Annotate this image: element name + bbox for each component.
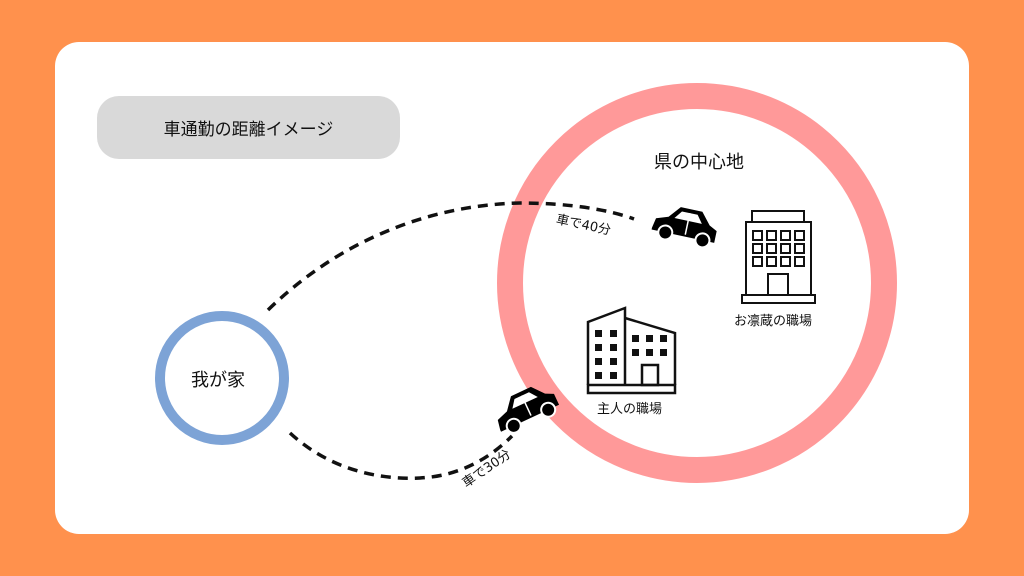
window — [610, 330, 617, 337]
company-building-icon — [586, 306, 677, 395]
car-icon — [651, 207, 717, 249]
window — [752, 256, 763, 267]
window — [752, 230, 763, 241]
home-circle — [155, 311, 289, 445]
window — [660, 335, 667, 342]
window — [794, 230, 805, 241]
home-label: 我が家 — [191, 370, 245, 391]
title-text: 車通勤の距離イメージ — [163, 120, 334, 140]
window — [780, 230, 791, 241]
window — [632, 335, 639, 342]
window — [794, 243, 805, 254]
window — [610, 372, 617, 379]
window — [610, 358, 617, 365]
center-label: 県の中心地 — [654, 152, 744, 173]
title-pill: 車通勤の距離イメージ — [97, 96, 400, 159]
window — [766, 230, 777, 241]
window — [766, 243, 777, 254]
window — [646, 335, 653, 342]
window — [780, 256, 791, 267]
route-bottom-dashed — [288, 431, 514, 480]
window — [660, 349, 667, 356]
window — [766, 256, 777, 267]
window — [595, 372, 602, 379]
window — [610, 344, 617, 351]
window — [794, 256, 805, 267]
route-top-dashed — [266, 201, 635, 312]
window — [595, 330, 602, 337]
window — [780, 243, 791, 254]
building2-label: 主人の職場 — [597, 402, 663, 417]
window — [752, 243, 763, 254]
window — [646, 349, 653, 356]
city-center-ring — [497, 83, 897, 483]
window — [595, 358, 602, 365]
building1-label: お凛蔵の職場 — [734, 314, 813, 329]
car-icon — [497, 386, 560, 434]
window — [595, 344, 602, 351]
window — [632, 349, 639, 356]
office-building-icon — [741, 210, 816, 304]
